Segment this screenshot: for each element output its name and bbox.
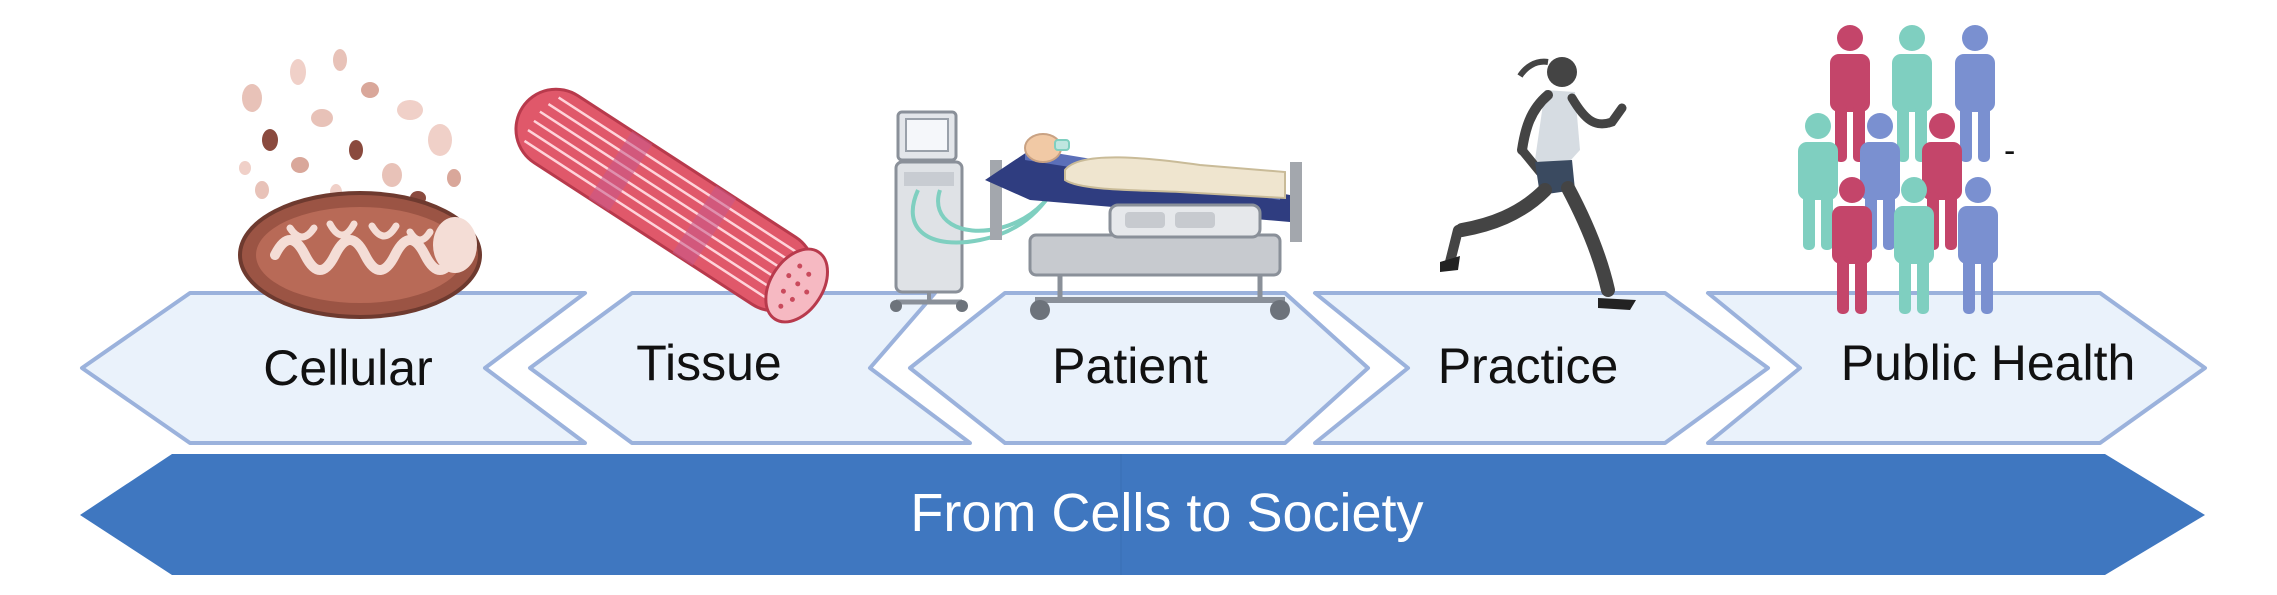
banner-label: From Cells to Society bbox=[910, 483, 1423, 543]
cell-debris bbox=[239, 49, 461, 205]
stage-chevron-cellular bbox=[80, 291, 587, 445]
stage-chevron-practice bbox=[1313, 291, 1770, 445]
person-figure bbox=[1832, 177, 1872, 314]
person-figure bbox=[1958, 177, 1998, 314]
muscle-fiber-icon bbox=[514, 87, 829, 324]
stage-chevron-tissue bbox=[528, 291, 972, 445]
stage-label-tissue: Tissue bbox=[636, 335, 781, 391]
hospital-bed-patient-icon bbox=[890, 110, 1302, 320]
mitochondrion-icon bbox=[238, 49, 482, 319]
banner-arrow bbox=[80, 454, 2205, 575]
population-minus-sign: - bbox=[2004, 132, 2015, 170]
stage-label-cellular: Cellular bbox=[263, 340, 433, 396]
stage-label-practice: Practice bbox=[1438, 338, 1619, 394]
ventilator bbox=[890, 110, 1077, 312]
population-people-icon bbox=[1798, 25, 1998, 314]
stage-chevrons bbox=[80, 291, 2207, 445]
stage-chevron-patient bbox=[908, 291, 1370, 445]
stage-label-public-health: Public Health bbox=[1841, 335, 2136, 391]
stage-chevron-public-health bbox=[1706, 291, 2207, 445]
patient bbox=[1024, 133, 1286, 200]
person-figure bbox=[1798, 113, 1838, 250]
person-figure bbox=[1830, 25, 1870, 162]
person-figure bbox=[1860, 113, 1900, 250]
person-figure bbox=[1894, 177, 1934, 314]
stage-label-patient: Patient bbox=[1052, 338, 1208, 394]
person-figure bbox=[1892, 25, 1932, 162]
person-figure bbox=[1955, 25, 1995, 162]
runner-icon bbox=[1440, 57, 1636, 310]
